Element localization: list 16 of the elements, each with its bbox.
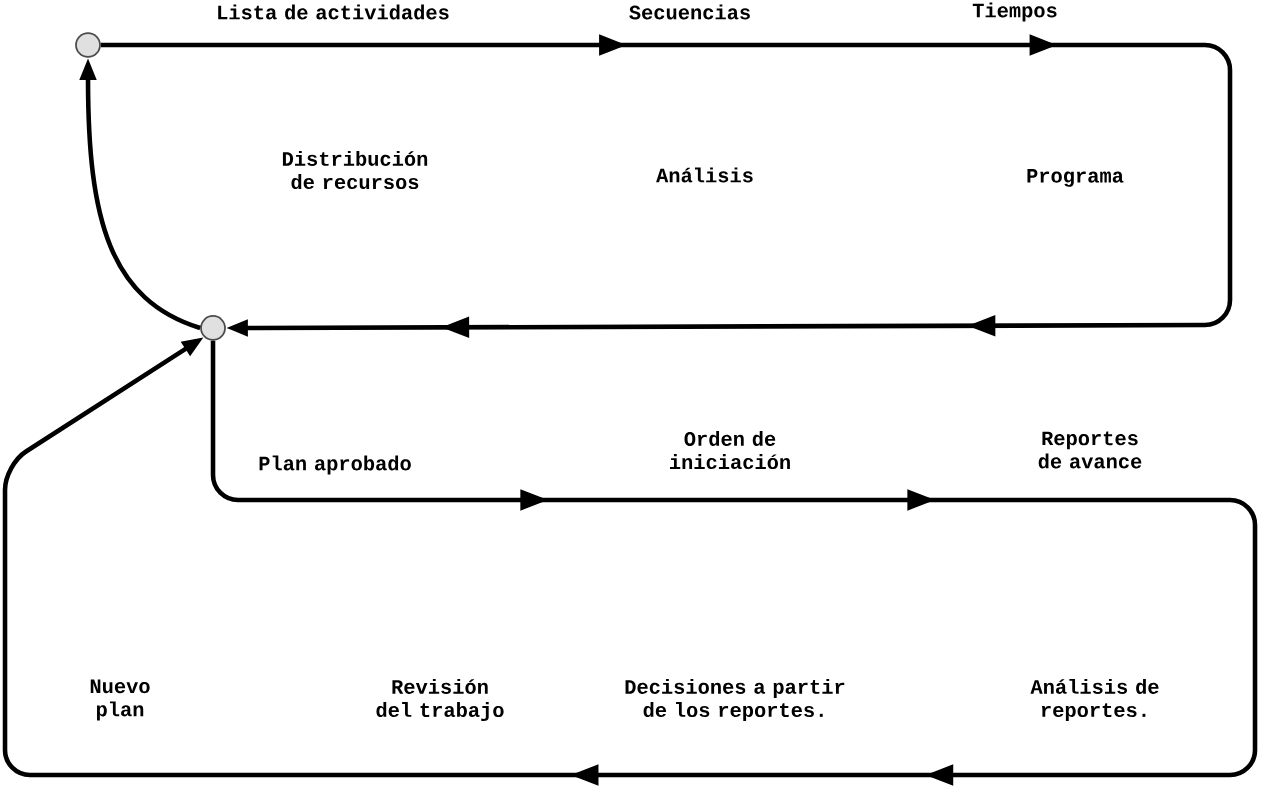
flow-label: Análisis: [656, 167, 753, 183]
flow-label: Análisis de reportes.: [1030, 678, 1159, 722]
junction-circle: [75, 32, 101, 58]
flow-label: Tiempos: [972, 2, 1057, 22]
flow-label: Reportes de avance: [1038, 431, 1142, 469]
arrow: [100, 34, 1233, 338]
flow-label: Plan aprobado: [259, 455, 411, 475]
flow-label: Distribución de recursos: [282, 150, 428, 190]
flow-label: Secuencias: [629, 4, 750, 20]
flow-label: Programa: [1027, 169, 1124, 187]
flow-label: Orden de iniciación: [670, 430, 790, 470]
flow-label: Lista de actividades: [218, 4, 449, 20]
flow-label: Revisión del trabajo: [376, 678, 504, 722]
flow-label: Nuevo plan: [90, 679, 150, 721]
junction-circle: [200, 315, 226, 341]
flow-label: Decisiones a partir de los reportes.: [625, 678, 845, 722]
